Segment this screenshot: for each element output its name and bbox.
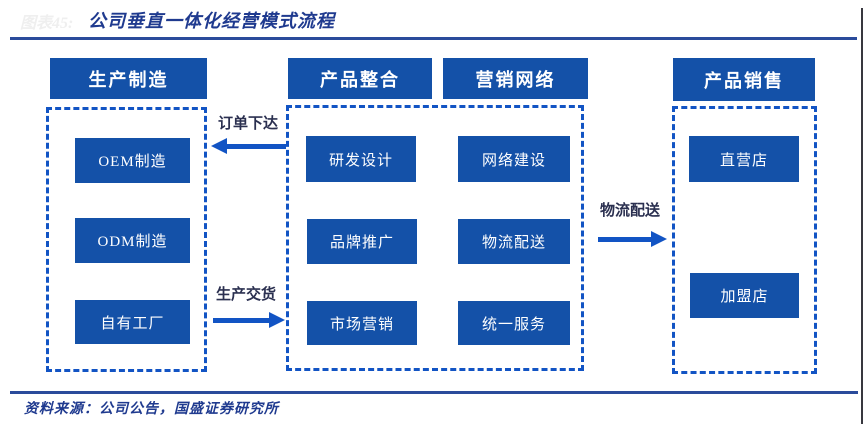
sales-group-container: [672, 106, 817, 374]
logistics-arrow-right-icon: [651, 231, 667, 247]
flow-label-production-delivery: 生产交货: [215, 287, 276, 303]
flow-label-order-placement: 订单下达: [217, 116, 278, 132]
flow-label-logistics-distribution: 物流配送: [599, 203, 660, 219]
bottom-rule: [10, 391, 858, 394]
node-market-marketing: 市场营销: [307, 301, 417, 345]
node-odm-manufacturing: ODM制造: [75, 218, 190, 263]
column-header-product-sales: 产品销售: [673, 58, 815, 101]
node-own-factory: 自有工厂: [75, 300, 190, 344]
logistics-arrow-shaft: [598, 237, 653, 242]
node-direct-store: 直营店: [689, 136, 799, 182]
top-rule: [10, 37, 857, 40]
column-header-production: 生产制造: [50, 58, 207, 99]
column-header-product-integration: 产品整合: [288, 58, 432, 99]
node-logistics-distribution: 物流配送: [458, 219, 570, 264]
node-rd-design: 研发设计: [306, 136, 416, 182]
node-franchise-store: 加盟店: [690, 273, 799, 318]
node-oem-manufacturing: OEM制造: [75, 138, 190, 183]
figure-title: 公司垂直一体化经营模式流程: [88, 11, 335, 31]
page-right-border: [861, 8, 863, 424]
source-note: 资料来源：公司公告，国盛证券研究所: [24, 402, 279, 417]
node-unified-service: 统一服务: [458, 301, 570, 345]
order-arrow-left-icon: [211, 138, 227, 154]
integration-marketing-group-container: [286, 105, 584, 371]
order-arrow-shaft: [226, 144, 286, 149]
column-header-marketing-network: 营销网络: [443, 58, 588, 99]
figure-number-label: 图表45:: [20, 15, 74, 32]
delivery-arrow-right-icon: [269, 312, 285, 328]
node-brand-promotion: 品牌推广: [307, 219, 417, 264]
node-network-construction: 网络建设: [458, 136, 570, 182]
delivery-arrow-shaft: [213, 318, 271, 323]
production-group-container: [46, 107, 207, 372]
